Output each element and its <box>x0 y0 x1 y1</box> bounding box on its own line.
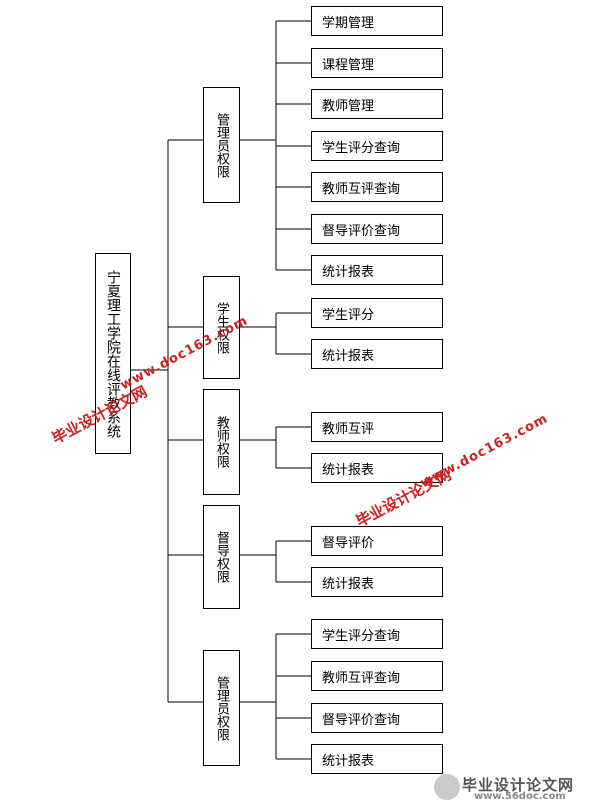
leaf-node: 统计报表 <box>311 255 443 285</box>
leaf-node-label: 教师互评 <box>322 421 375 437</box>
leaf-node: 督导评价查询 <box>311 703 443 733</box>
logo-url: www.56doc.com <box>474 791 566 802</box>
group-node-admin-2: 管理员权限 <box>203 650 240 766</box>
leaf-node: 督导评价 <box>311 526 443 556</box>
group-node-student: 学生权限 <box>203 276 240 379</box>
group-node-supervisor: 督导权限 <box>203 505 240 609</box>
site-logo: 毕业设计论文网 www.56doc.com <box>430 772 595 805</box>
leaf-node: 教师互评查询 <box>311 661 443 691</box>
group-node-label: 管理员权限 <box>214 675 229 741</box>
leaf-node-label: 教师管理 <box>322 98 375 114</box>
root-node-label: 宁夏理工学院在线评教系统 <box>105 269 121 438</box>
leaf-node-label: 学期管理 <box>322 15 375 31</box>
group-node-admin-1: 管理员权限 <box>203 87 240 203</box>
leaf-node-label: 学生评分查询 <box>322 140 401 156</box>
leaf-node: 统计报表 <box>311 339 443 369</box>
leaf-node-label: 课程管理 <box>322 57 375 73</box>
leaf-node-label: 统计报表 <box>322 348 375 364</box>
leaf-node-label: 督导评价 <box>322 535 375 551</box>
leaf-node: 学生评分 <box>311 298 443 328</box>
leaf-node-label: 统计报表 <box>322 462 375 478</box>
group-node-label: 督导权限 <box>214 531 229 583</box>
root-node: 宁夏理工学院在线评教系统 <box>95 253 131 454</box>
leaf-node-label: 督导评价查询 <box>322 223 401 239</box>
leaf-node-label: 督导评价查询 <box>322 712 401 728</box>
leaf-node-label: 学生评分 <box>322 307 375 323</box>
leaf-node: 统计报表 <box>311 567 443 597</box>
group-node-label: 学生权限 <box>214 301 229 354</box>
leaf-node: 学生评分查询 <box>311 619 443 649</box>
group-node-label: 管理员权限 <box>214 112 229 178</box>
leaf-node-label: 统计报表 <box>322 576 375 592</box>
leaf-node: 统计报表 <box>311 453 443 483</box>
logo-mark-icon <box>434 774 460 800</box>
leaf-node-label: 统计报表 <box>322 753 375 769</box>
leaf-node: 课程管理 <box>311 48 443 78</box>
leaf-node: 学期管理 <box>311 6 443 36</box>
leaf-node-label: 学生评分查询 <box>322 628 401 644</box>
leaf-node: 教师互评查询 <box>311 172 443 202</box>
group-node-teacher: 教师权限 <box>203 389 240 495</box>
leaf-node-label: 统计报表 <box>322 264 375 280</box>
group-node-label: 教师权限 <box>214 416 229 468</box>
leaf-node: 教师互评 <box>311 412 443 442</box>
leaf-node-label: 教师互评查询 <box>322 181 401 197</box>
leaf-node: 统计报表 <box>311 744 443 774</box>
leaf-node: 教师管理 <box>311 89 443 119</box>
leaf-node-label: 教师互评查询 <box>322 670 401 686</box>
logo-text: 毕业设计论文网 <box>462 776 575 794</box>
leaf-node: 督导评价查询 <box>311 214 443 244</box>
leaf-node: 学生评分查询 <box>311 131 443 161</box>
